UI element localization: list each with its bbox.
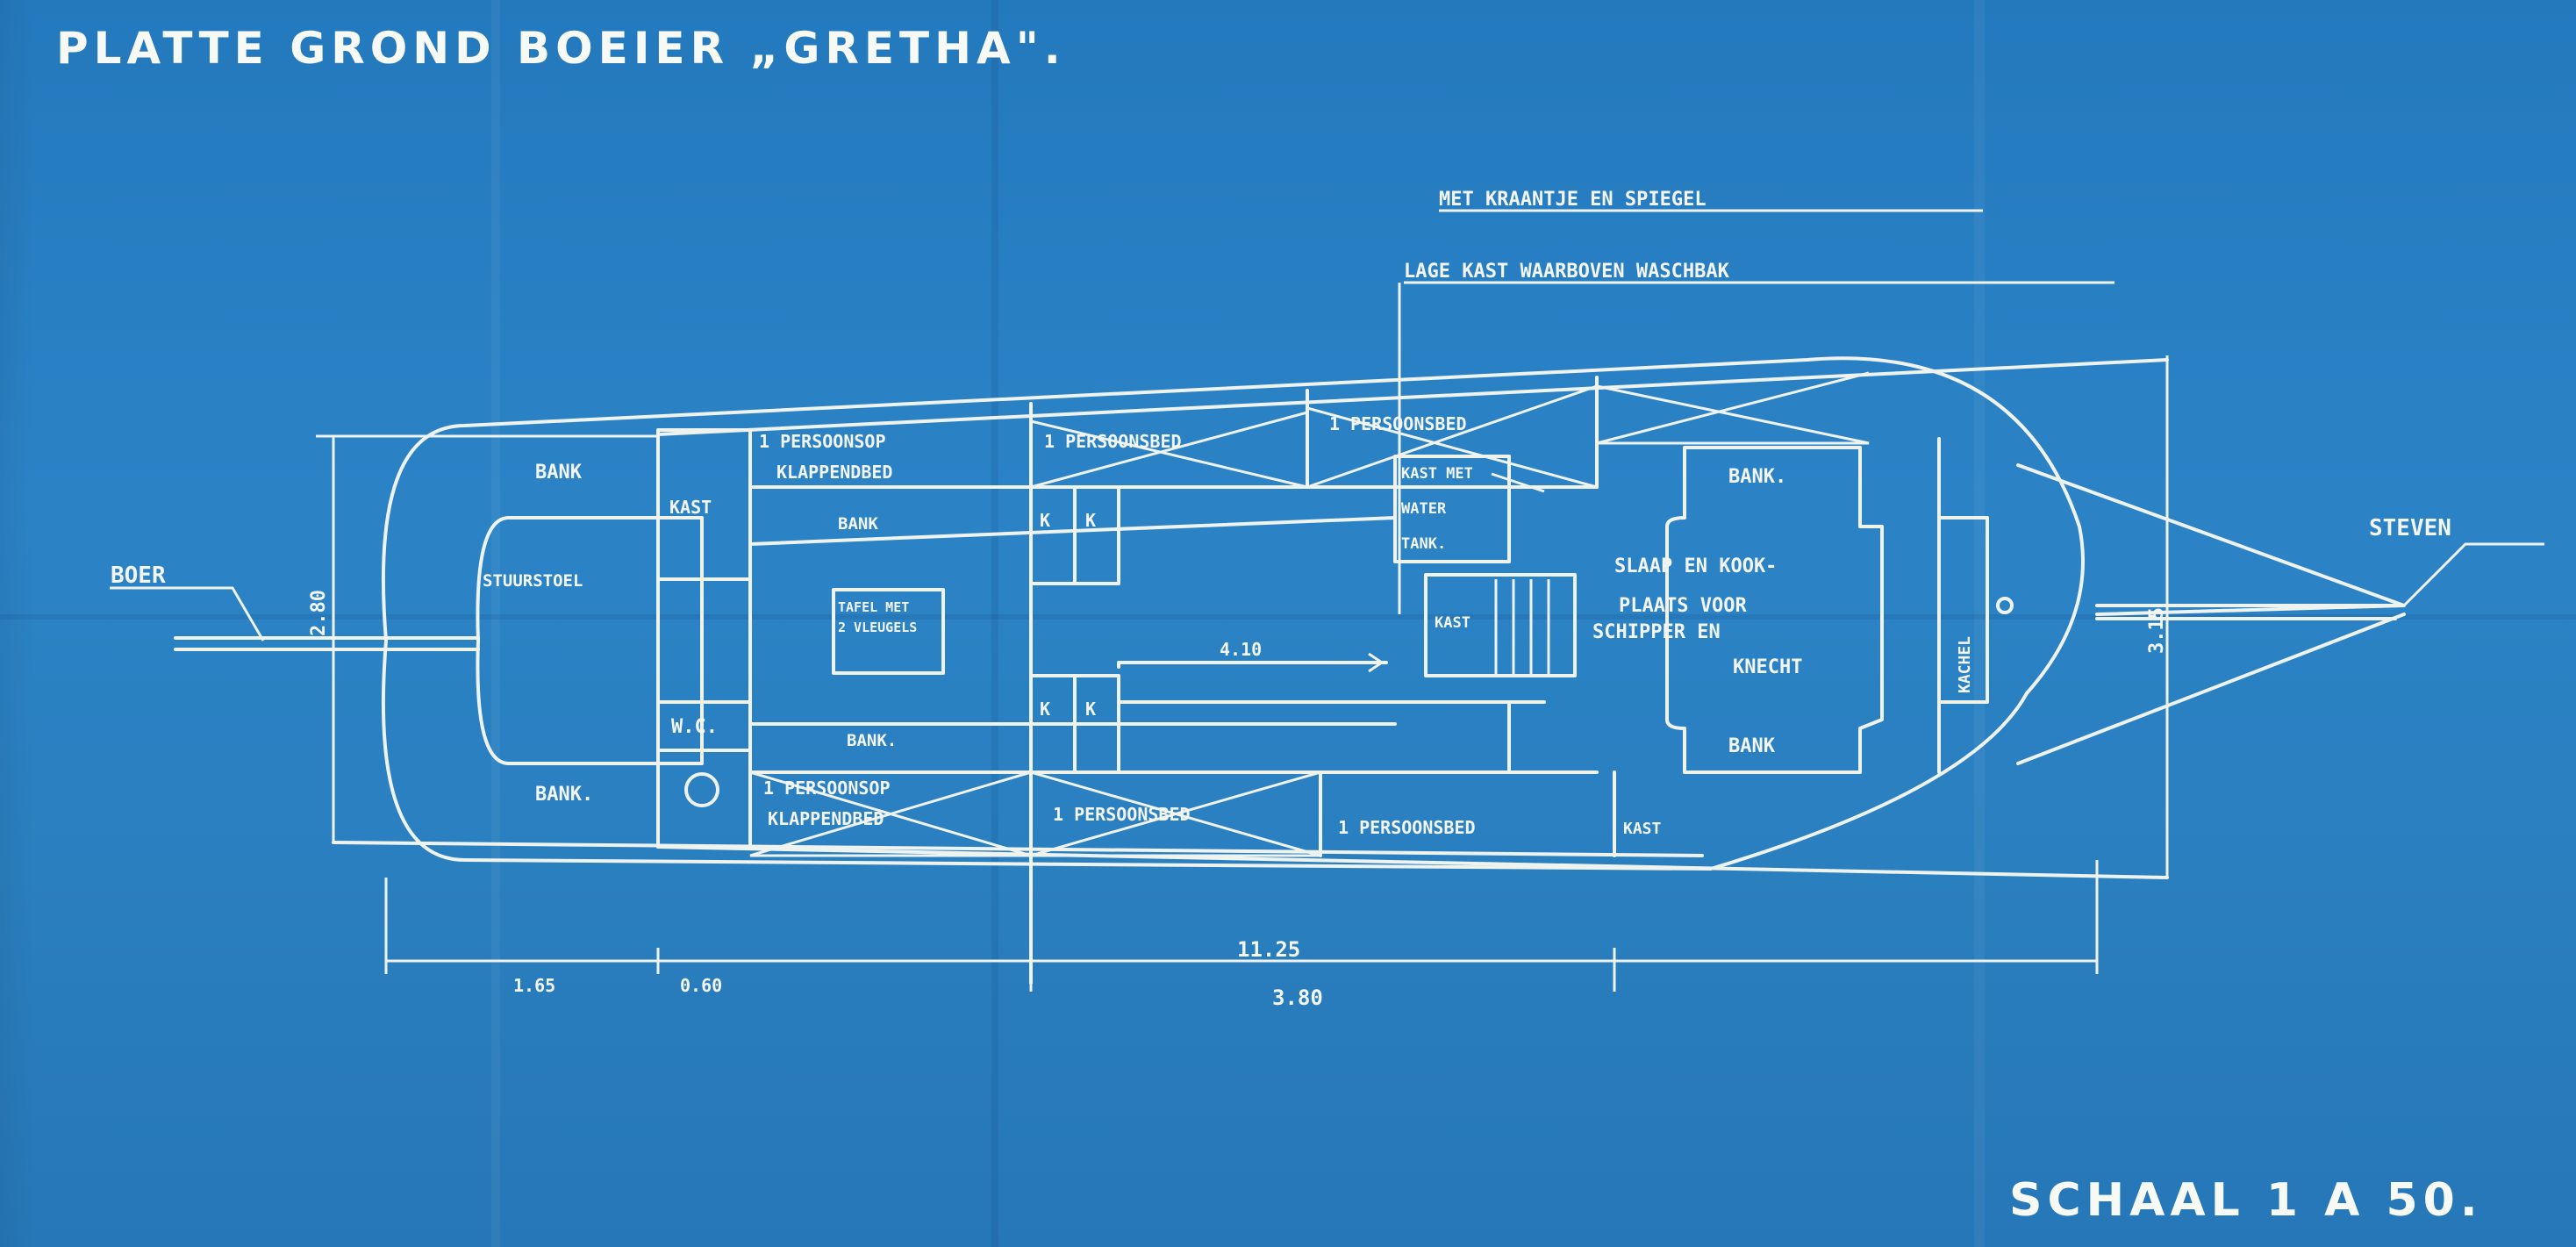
paper-fold-3 bbox=[1974, 0, 1985, 1247]
k-box-bot-2 bbox=[1073, 674, 1120, 774]
deck-line-bottom bbox=[656, 845, 2169, 879]
label-k-4: K bbox=[1085, 699, 1096, 720]
label-bank-right-bot: BANK bbox=[1728, 735, 1776, 757]
label-kast-bot: KAST bbox=[1623, 820, 1662, 838]
label-bed-bot-1: 1 PERSOONSOP bbox=[763, 778, 891, 799]
kast-box bbox=[656, 428, 752, 581]
berth-cross-top-3 bbox=[1596, 371, 1870, 445]
plan-title: PLATTE GROND BOEIER „GRETHA". bbox=[56, 23, 1066, 74]
label-bed-top-2: 1 PERSOONSBED bbox=[1044, 431, 1182, 452]
berth-cross-top-2 bbox=[1306, 384, 1598, 489]
label-bed-top-3: 1 PERSOONSBED bbox=[1329, 413, 1467, 434]
label-bank-right-top: BANK. bbox=[1728, 466, 1786, 488]
paper-fold-4 bbox=[0, 614, 2576, 620]
k-box-top-1 bbox=[1029, 485, 1077, 585]
label-bank-tl: BANK bbox=[535, 462, 583, 484]
scale-label: SCHAAL 1 A 50. bbox=[2009, 1174, 2483, 1227]
kachel-stove bbox=[1996, 597, 2014, 614]
table-box bbox=[832, 588, 945, 675]
label-kast-top: KAST bbox=[669, 497, 712, 518]
forecabin-outline bbox=[1665, 446, 1884, 774]
bow-line-2 bbox=[2016, 613, 2406, 765]
bank-top-line bbox=[748, 516, 1397, 546]
label-watertank-2: WATER bbox=[1401, 500, 1447, 518]
note-kraantje: MET KRAANTJE EN SPIEGEL bbox=[1439, 189, 1707, 211]
bow-line-1 bbox=[2016, 463, 2406, 616]
label-bed-bot-1b: KLAPPENDBED bbox=[768, 808, 884, 829]
label-watertank-3: TANK. bbox=[1401, 535, 1446, 553]
label-boer: BOER bbox=[111, 563, 166, 589]
label-dim-380: 3.80 bbox=[1272, 985, 1323, 1010]
label-dim-060: 0.60 bbox=[680, 975, 722, 996]
label-wc: W.C. bbox=[671, 716, 718, 738]
deck-line-top bbox=[656, 358, 2169, 436]
label-bed-top-1b: KLAPPENDBED bbox=[776, 462, 892, 483]
label-dim-1125: 11.25 bbox=[1237, 937, 1300, 962]
label-slaap-3: SCHIPPER EN bbox=[1592, 621, 1721, 643]
label-slaap-1: SLAAP EN KOOK- bbox=[1614, 555, 1777, 577]
keel-line bbox=[332, 841, 1704, 857]
wc-box bbox=[656, 700, 752, 849]
label-slaap-2: PLAATS VOOR bbox=[1619, 595, 1747, 617]
dim-410-arrow bbox=[1368, 652, 1385, 673]
label-bank-bl: BANK. bbox=[535, 784, 593, 806]
note-lage-kast: LAGE KAST WAARBOVEN WASCHBAK bbox=[1404, 261, 1730, 283]
watertank-arrow bbox=[1491, 472, 1545, 493]
label-bed-bot-3: 1 PERSOONSBED bbox=[1338, 817, 1476, 838]
label-kachel: KACHEL bbox=[1956, 636, 1974, 693]
cockpit-outline bbox=[476, 516, 704, 765]
label-k-1: K bbox=[1040, 510, 1050, 531]
label-dim-315: 3.15 bbox=[2146, 607, 2168, 654]
label-watertank-1: KAST MET bbox=[1401, 465, 1473, 483]
label-k-3: K bbox=[1040, 699, 1050, 720]
label-bed-bot-2: 1 PERSOONSBED bbox=[1053, 804, 1191, 825]
stair-box bbox=[1424, 573, 1577, 677]
label-bank-mid-bot: BANK. bbox=[847, 731, 897, 750]
berth-cross-bot-1 bbox=[749, 770, 1032, 857]
label-bank-mid-top: BANK bbox=[838, 514, 878, 534]
label-bed-top-1: 1 PERSOONSOP bbox=[759, 431, 886, 452]
berth-cross-top-1 bbox=[1030, 411, 1308, 489]
hull-outline bbox=[381, 356, 2085, 871]
stair-treads bbox=[1494, 579, 1550, 676]
boer-leader bbox=[110, 586, 265, 641]
k-box-top-2 bbox=[1073, 485, 1120, 585]
label-stuurstoel: STUURSTOEL bbox=[483, 571, 583, 591]
berth-cross-bot-2 bbox=[1030, 770, 1321, 857]
label-tafel-2: 2 VLEUGELS bbox=[838, 620, 917, 635]
watertank-box bbox=[1393, 455, 1511, 563]
label-dim-280: 2.80 bbox=[308, 590, 330, 636]
steven-leader bbox=[2402, 542, 2544, 607]
paper-fold-1 bbox=[491, 0, 500, 1247]
label-dim-410: 4.10 bbox=[1220, 639, 1262, 660]
wc-toilet bbox=[684, 772, 719, 807]
label-steven: STEVEN bbox=[2369, 515, 2451, 541]
label-slaap-4: KNECHT bbox=[1733, 656, 1802, 678]
label-dim-165: 1.65 bbox=[513, 975, 555, 996]
label-tafel-1: TAFEL MET bbox=[838, 599, 909, 615]
label-k-2: K bbox=[1085, 510, 1096, 531]
paper-fold-2 bbox=[991, 0, 998, 1247]
label-kast-stair: KAST bbox=[1435, 614, 1470, 632]
